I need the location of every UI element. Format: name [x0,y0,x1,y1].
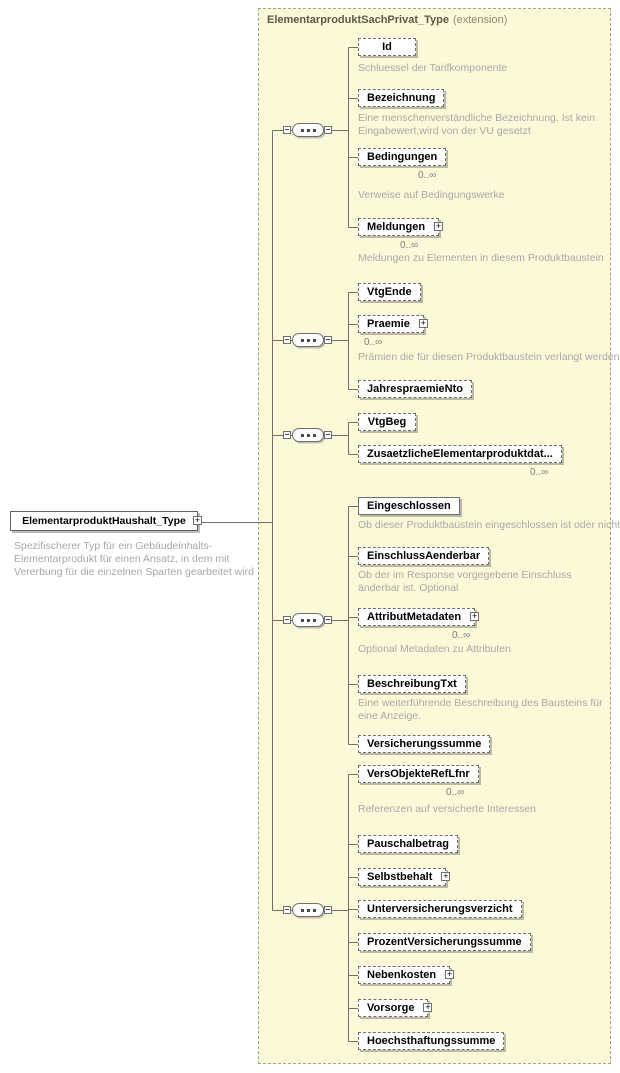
element-label: Eingeschlossen [367,500,451,512]
element-praemie[interactable]: Praemie + [358,315,428,333]
panel-title-text: ElementarproduktSachPrivat_Type [267,14,449,26]
element-label: Praemie [367,318,410,330]
expand-icon[interactable]: + [434,221,444,231]
cardinality: 0..∞ [400,240,419,251]
connector-node [283,906,291,914]
element-unterversicherungsverzicht[interactable]: Unterversicherungsverzicht [358,900,522,918]
element-id[interactable]: Id [358,38,416,56]
element-annotation: Referenzen auf versicherte Interessen [358,803,537,815]
element-selbstbehalt[interactable]: Selbstbehalt + [358,868,451,886]
element-label: EinschlussAenderbar [367,550,481,562]
element-annotation: Meldungen zu Elementen in diesem Produkt… [358,252,604,264]
cardinality: 0..∞ [530,467,549,478]
element-einschlussaenderbar[interactable]: EinschlussAenderbar [358,547,490,565]
cardinality: 0..∞ [452,630,471,641]
element-versobjektereflfnr[interactable]: VersObjekteRefLfnr [358,765,479,783]
element-annotation: Prämien die für diesen Produktbaustein v… [358,351,620,363]
element-label: Vorsorge [367,1002,415,1014]
element-label: VersObjekteRefLfnr [367,768,470,780]
element-zusaetzliche-elementarproduktdaten[interactable]: ZusaetzlicheElementarproduktdat... [358,445,562,463]
element-label: Bedingungen [367,151,438,163]
element-label: VtgEnde [367,286,412,298]
element-vtgende[interactable]: VtgEnde [358,283,421,301]
extension-panel: ElementarproduktSachPrivat_Type(extensio… [258,8,611,1064]
expand-icon[interactable]: + [470,611,480,621]
element-annotation: Ob dieser Produktbaustein eingeschlossen… [358,519,620,531]
connector-node [283,126,291,134]
element-hoechsthaftungssumme[interactable]: Hoechsthaftungssumme [358,1032,505,1050]
sequence-icon[interactable] [292,123,324,137]
root-element-label: ElementarproduktHaushalt_Type [22,515,186,527]
sequence-icon[interactable] [292,333,324,347]
element-prozentversicherungssumme[interactable]: ProzentVersicherungssumme [358,933,531,951]
element-label: Unterversicherungsverzicht [367,903,513,915]
sequence-icon[interactable] [292,613,324,627]
element-vtgbeg[interactable]: VtgBeg [358,413,416,431]
sequence-icon[interactable] [292,428,324,442]
element-versicherungssumme[interactable]: Versicherungssumme [358,735,491,753]
element-label: Nebenkosten [367,969,437,981]
connector-node [283,336,291,344]
element-annotation: Verweise auf Bedingungswerke [358,189,505,201]
element-annotation: Optional Metadaten zu Attributen [358,643,511,655]
connector-node [324,431,332,439]
element-meldungen[interactable]: Meldungen + [358,218,444,236]
element-label: ZusaetzlicheElementarproduktdat... [367,448,553,460]
expand-icon[interactable]: + [193,515,202,525]
element-label: Meldungen [367,221,426,233]
element-label: Versicherungssumme [367,738,482,750]
element-annotation: Ob der im Response vorgegebene Einschlus… [358,569,572,594]
element-jahrespraemiento[interactable]: JahrespraemieNto [358,380,472,398]
connector-node [283,616,291,624]
element-bedingungen[interactable]: Bedingungen [358,148,447,166]
element-label: Pauschalbetrag [367,838,449,850]
element-nebenkosten[interactable]: Nebenkosten + [358,966,455,984]
element-pauschalbetrag[interactable]: Pauschalbetrag [358,835,458,853]
expand-icon[interactable]: + [423,1002,433,1012]
connector-node [283,431,291,439]
element-label: AttributMetadaten [367,611,462,623]
cardinality: 0..∞ [364,337,383,348]
extension-panel-title: ElementarproduktSachPrivat_Type(extensio… [267,14,507,26]
element-annotation: Eine weiterführende Beschreibung des Bau… [358,697,603,722]
cardinality: 0..∞ [418,170,437,181]
element-label: Bezeichnung [367,92,436,104]
element-eingeschlossen[interactable]: Eingeschlossen [358,497,460,515]
element-vorsorge[interactable]: Vorsorge + [358,999,433,1017]
element-label: VtgBeg [367,416,407,428]
element-label: ProzentVersicherungssumme [367,936,522,948]
element-label: Selbstbehalt [367,871,433,883]
connector-node [324,906,332,914]
element-label: JahrespraemieNto [367,383,463,395]
element-attributmetadaten[interactable]: AttributMetadaten + [358,608,480,626]
element-label: BeschreibungTxt [367,678,457,690]
expand-icon[interactable]: + [418,318,428,328]
cardinality: 0..∞ [446,787,465,798]
element-label: Id [382,41,392,53]
panel-title-suffix: (extension) [452,14,508,26]
sequence-icon[interactable] [292,903,324,917]
connector-node [324,616,332,624]
element-annotation: Schluessel der Tarifkomponente [358,62,508,74]
root-element[interactable]: ElementarproduktHaushalt_Type + [10,511,202,531]
connector-node [324,126,332,134]
expand-icon[interactable]: + [441,871,451,881]
element-label: Hoechsthaftungssumme [367,1035,496,1047]
element-beschreibungtxt[interactable]: BeschreibungTxt [358,675,466,693]
connector-node [324,336,332,344]
element-bezeichnung[interactable]: Bezeichnung [358,89,445,107]
element-annotation: Eine menschenverständliche Bezeichnung. … [358,112,595,137]
expand-icon[interactable]: + [445,969,455,979]
root-description: Spezifischerer Typ für ein Gebäudeinhalt… [14,540,254,578]
